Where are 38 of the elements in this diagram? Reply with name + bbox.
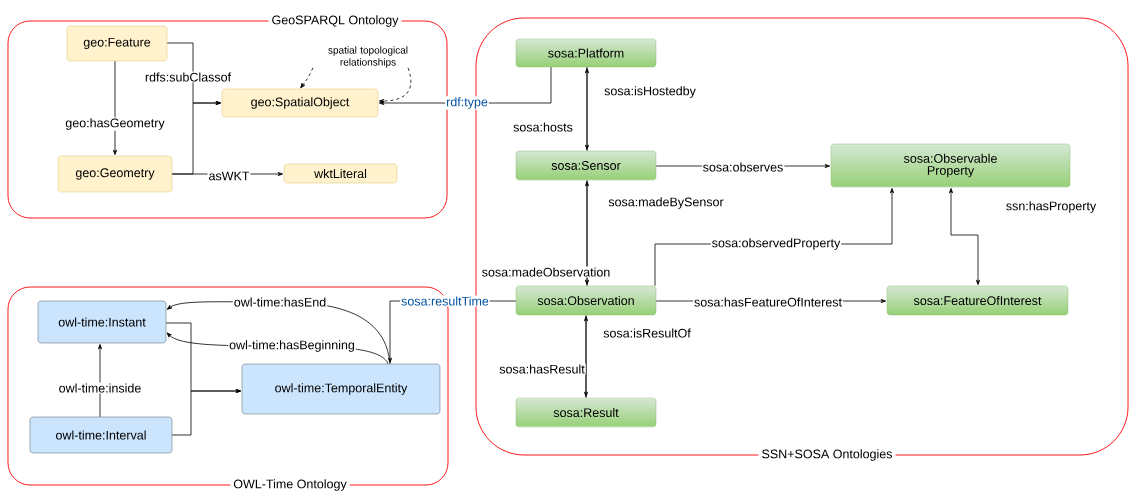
edge-label: rdf:type xyxy=(445,96,489,110)
edge-label: owl-time:inside xyxy=(57,382,143,394)
edge-label: sosa:isHostedby xyxy=(603,85,697,99)
class-box: sosa:Result xyxy=(515,397,657,428)
annotation-text: spatial topological relationships xyxy=(328,46,408,68)
edge-label: ssn:hasProperty xyxy=(1004,200,1098,214)
edge-label: sosa:isResultOf xyxy=(602,327,692,339)
class-box: sosa:Platform xyxy=(515,38,657,68)
class-box: wktLiteral xyxy=(283,163,398,184)
class-box: owl-time:Interval xyxy=(29,416,173,454)
arrow xyxy=(300,67,314,89)
edge-label: sosa:hasResult xyxy=(498,363,586,375)
arrow xyxy=(949,188,981,285)
edge-label: sosa:observedProperty xyxy=(710,237,842,251)
class-box: geo:Feature xyxy=(66,25,168,62)
edge-label: sosa:observes xyxy=(701,161,785,173)
arrow xyxy=(171,389,241,436)
edge-label: rdfs:subClassof xyxy=(143,71,233,83)
edge-label: asWKT xyxy=(207,170,251,182)
arrow xyxy=(113,60,117,155)
edge-label: sosa:madeBySensor xyxy=(607,196,725,210)
edge-label: sosa:madeObservation xyxy=(480,266,612,278)
class-box: sosa:Observable Property xyxy=(830,143,1071,188)
class-box: geo:SpatialObject xyxy=(221,88,379,118)
class-box: geo:Geometry xyxy=(57,155,173,193)
class-box: owl-time:TemporalEntity xyxy=(241,363,441,415)
edge-label: sosa:resultTime xyxy=(400,295,490,307)
edge-label: owl-time:hasBeginning xyxy=(228,339,356,353)
class-box: sosa:Sensor xyxy=(515,150,657,181)
class-box: sosa:FeatureOfInterest xyxy=(886,285,1069,316)
arrow xyxy=(379,67,412,103)
edge-label: owl-time:hasEnd xyxy=(232,296,328,308)
edge-label: geo:hasGeometry xyxy=(64,117,166,131)
arrow xyxy=(98,344,102,418)
class-box: sosa:Observation xyxy=(515,285,657,316)
edge-label: sosa:hasFeatureOfInterest xyxy=(693,296,843,308)
edge-label: sosa:hosts xyxy=(512,121,574,133)
class-box: owl-time:Instant xyxy=(37,300,167,344)
